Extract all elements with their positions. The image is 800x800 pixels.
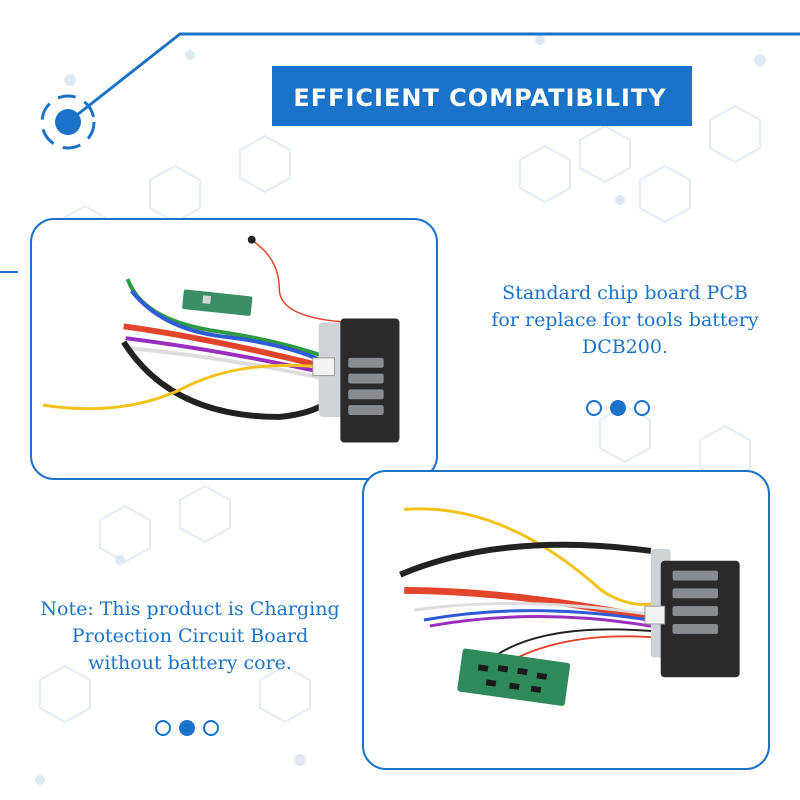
pagination-dots-left <box>155 720 219 736</box>
compatibility-caption: Standard chip board PCB for replace for … <box>470 280 780 361</box>
page-dot-active[interactable] <box>610 400 626 416</box>
page-dot[interactable] <box>634 400 650 416</box>
caption-line: DCB200. <box>581 336 669 358</box>
caption-line: without battery core. <box>88 652 292 674</box>
caption-line: Note: This product is Charging <box>40 598 340 620</box>
note-caption: Note: This product is Charging Protectio… <box>20 596 360 677</box>
page-dot[interactable] <box>155 720 171 736</box>
pagination-dots-right <box>586 400 650 416</box>
page-dot-active[interactable] <box>179 720 195 736</box>
product-photo-2 <box>362 470 770 770</box>
pcb-with-wires-illustration <box>42 235 400 443</box>
product-photo-1 <box>30 218 438 480</box>
caption-line: Protection Circuit Board <box>71 625 309 647</box>
pcb-with-wires-illustration-2 <box>399 507 740 706</box>
title-banner <box>272 66 692 126</box>
page-dot[interactable] <box>203 720 219 736</box>
caption-line: for replace for tools battery <box>491 309 759 331</box>
banner-title: EFFICIENT COMPATIBILITY <box>293 84 667 112</box>
page-dot[interactable] <box>586 400 602 416</box>
caption-line: Standard chip board PCB <box>502 282 748 304</box>
